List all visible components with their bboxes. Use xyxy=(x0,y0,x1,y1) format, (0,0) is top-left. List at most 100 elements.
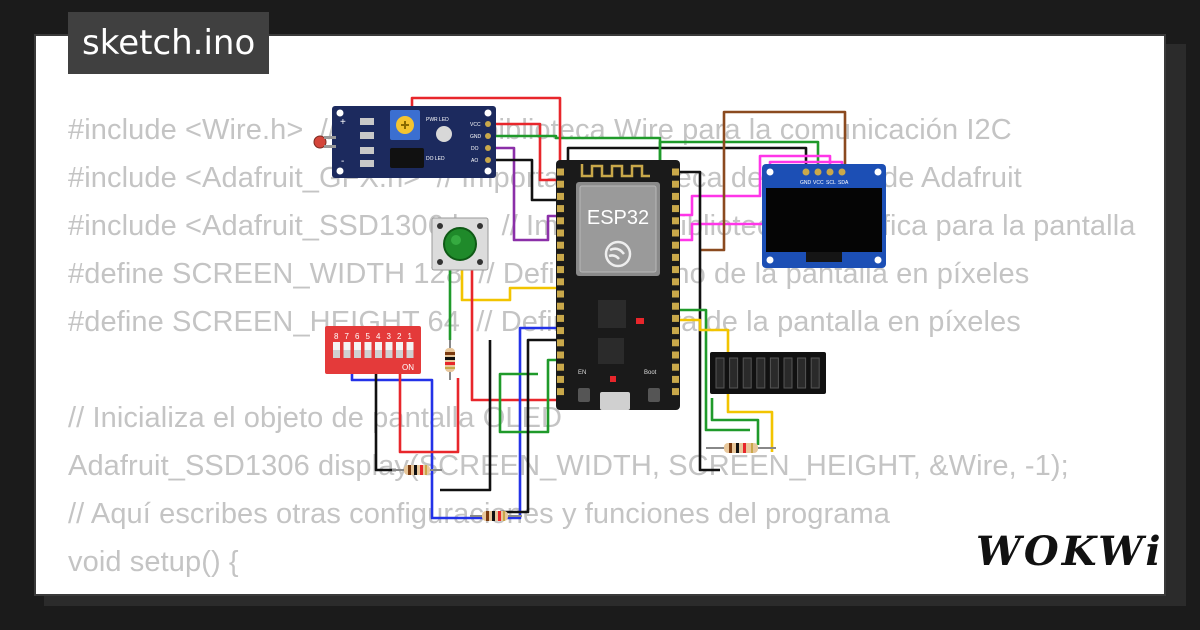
oled-screen xyxy=(766,188,882,252)
esp32-pin[interactable] xyxy=(557,278,564,286)
esp32-pin[interactable] xyxy=(557,314,564,322)
wire-ldr-ao xyxy=(488,158,560,202)
wire-oled-brown xyxy=(700,110,847,252)
esp32-pin[interactable] xyxy=(672,241,679,249)
resistor-1[interactable] xyxy=(445,340,455,380)
esp32-pin[interactable] xyxy=(557,375,564,383)
header-slot[interactable] xyxy=(729,357,739,389)
sketch-filename-badge: sketch.ino xyxy=(68,12,270,74)
ldr-minus-label: - xyxy=(341,156,344,167)
esp32-pin[interactable] xyxy=(557,363,564,371)
dip-switch-lever xyxy=(354,350,361,358)
header-slot[interactable] xyxy=(742,357,752,389)
wire-dip-green xyxy=(498,358,560,434)
esp32-pin[interactable] xyxy=(672,229,679,237)
dip-switch-lever xyxy=(333,350,340,358)
wire-dip-blue xyxy=(350,326,560,520)
pin-header[interactable] xyxy=(710,352,826,394)
esp32-pin[interactable] xyxy=(672,314,679,322)
wire-dip-black2 xyxy=(440,340,492,492)
boot-label: Boot xyxy=(644,370,657,376)
push-button[interactable] xyxy=(431,217,489,271)
esp32-pin[interactable] xyxy=(672,375,679,383)
esp32-pin[interactable] xyxy=(672,168,679,176)
oled-display[interactable]: GND VCC SCL SDA xyxy=(762,164,886,268)
ldr-pin-vcc: VCC xyxy=(470,122,481,128)
header-slot[interactable] xyxy=(783,357,793,389)
wire-oled-scl xyxy=(675,154,832,217)
dip-switch-lever xyxy=(385,350,393,358)
esp32-pin[interactable] xyxy=(557,388,564,396)
esp32-pin[interactable] xyxy=(557,290,564,298)
ldr-pwr-led-label: PWR LED xyxy=(426,117,449,123)
esp32-pin[interactable] xyxy=(557,205,564,213)
esp32-pin[interactable] xyxy=(672,205,679,213)
esp32-pin[interactable] xyxy=(672,180,679,188)
esp32-pin[interactable] xyxy=(672,302,679,310)
header-slot[interactable] xyxy=(769,357,779,389)
esp32-pin[interactable] xyxy=(557,302,564,310)
dip-switch-number: 4 xyxy=(376,332,381,341)
dip-switch-number: 2 xyxy=(397,332,402,341)
esp32-pin[interactable] xyxy=(672,192,679,200)
esp32-pin[interactable] xyxy=(557,253,564,261)
esp32-pin[interactable] xyxy=(672,339,679,347)
esp32-pin[interactable] xyxy=(557,192,564,200)
dip-switch-lever xyxy=(364,350,372,358)
esp32-pin[interactable] xyxy=(557,327,564,335)
wire-oled-gnd xyxy=(566,146,808,170)
esp32-pin[interactable] xyxy=(557,266,564,274)
button-cap-icon[interactable] xyxy=(443,227,477,261)
resistor-2[interactable] xyxy=(392,465,442,475)
dip-switch-number: 7 xyxy=(345,332,350,341)
esp32-pin[interactable] xyxy=(557,217,564,225)
esp32-pin[interactable] xyxy=(557,229,564,237)
esp32-pin[interactable] xyxy=(672,388,679,396)
esp32-pin[interactable] xyxy=(557,351,564,359)
header-slot[interactable] xyxy=(810,357,820,389)
dip-switch-lever xyxy=(375,350,382,358)
esp32-pin[interactable] xyxy=(672,266,679,274)
wokwi-logo[interactable]: WOKWi xyxy=(976,528,1164,575)
esp32-pin[interactable] xyxy=(557,241,564,249)
power-led-icon xyxy=(436,126,452,142)
esp32-pin[interactable] xyxy=(672,290,679,298)
esp32-pin[interactable] xyxy=(672,351,679,359)
en-button[interactable] xyxy=(578,388,590,402)
wire-ldr-do xyxy=(488,146,560,242)
esp32-pin[interactable] xyxy=(557,168,564,176)
ldr-sensor-module[interactable]: + - PWR LED DO LED VCC GND DO AO xyxy=(313,106,496,178)
esp32-devkit[interactable]: ESP32 EN Boot xyxy=(556,160,680,410)
esp32-pin[interactable] xyxy=(557,339,564,347)
header-slot[interactable] xyxy=(797,357,807,389)
wire-header-green xyxy=(675,308,750,432)
esp32-left-pins xyxy=(557,168,564,396)
boot-button[interactable] xyxy=(648,388,660,402)
dip-switch-lever xyxy=(406,350,414,358)
header-slot[interactable] xyxy=(715,357,725,389)
oled-pin-gnd: GND xyxy=(800,180,812,186)
resistor-3[interactable] xyxy=(470,511,522,521)
dip-switch-number: 5 xyxy=(366,332,371,341)
wire-header-yellow xyxy=(675,318,774,452)
wire-dip-black1 xyxy=(374,370,396,472)
esp32-pin[interactable] xyxy=(672,327,679,335)
esp32-pin[interactable] xyxy=(672,278,679,286)
esp32-pin[interactable] xyxy=(672,253,679,261)
code-line: // Inicializa la pantalla OLED con la di… xyxy=(68,586,1135,596)
esp32-pin[interactable] xyxy=(672,217,679,225)
dip-on-label: ON xyxy=(402,363,414,372)
card-shadow-right xyxy=(1166,44,1186,604)
ldr-pin-do: DO xyxy=(471,146,479,152)
wire-dip-red xyxy=(398,370,460,454)
esp32-pin[interactable] xyxy=(557,180,564,188)
oled-pin-sda: SDA xyxy=(838,180,849,186)
header-slot[interactable] xyxy=(756,357,766,389)
esp32-pin[interactable] xyxy=(672,363,679,371)
resistor-4[interactable] xyxy=(706,443,776,453)
wire-header-green2 xyxy=(710,398,760,445)
dip-switch-number: 1 xyxy=(408,332,413,341)
dip-switch-lever xyxy=(396,350,403,358)
